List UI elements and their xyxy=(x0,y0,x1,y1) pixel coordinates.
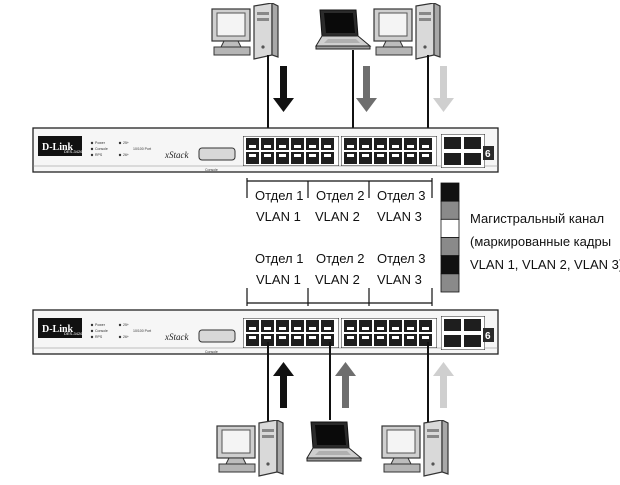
svg-text:26+: 26+ xyxy=(123,153,129,157)
port-block-left xyxy=(243,136,339,166)
vlan-label: VLAN 1 xyxy=(256,272,301,287)
trunk-segment xyxy=(440,182,460,202)
desktop-computer-icon xyxy=(373,3,441,60)
svg-text:25+: 25+ xyxy=(123,323,129,327)
dept-label: Отдел 1 xyxy=(255,188,303,203)
trunk-note: VLAN 1, VLAN 2, VLAN 3) xyxy=(470,257,620,272)
port-block-left xyxy=(243,318,339,348)
arrow-down-vlan2-icon xyxy=(356,66,377,112)
model-label: DES-3426 xyxy=(64,331,83,336)
trunk-segment xyxy=(440,200,460,220)
trunk-link xyxy=(440,182,460,293)
trunk-segment xyxy=(440,273,460,293)
trunk-segment xyxy=(440,218,460,238)
series-label: xStack xyxy=(164,150,189,160)
dept-label: Отдел 1 xyxy=(255,251,303,266)
laptop-icon xyxy=(315,9,371,50)
dept-label: Отдел 2 xyxy=(316,251,364,266)
top-devices xyxy=(211,3,441,60)
console-port xyxy=(198,329,236,343)
vlan-label: VLAN 3 xyxy=(377,272,422,287)
svg-text:RPS: RPS xyxy=(95,335,103,339)
arrow-down-vlan3-icon xyxy=(433,66,454,112)
lower-switch: D-Link DES-3426 Power Console RPS 25+ 26… xyxy=(32,309,499,355)
desktop-computer-icon xyxy=(381,420,449,477)
upper-switch: D-Link DES-3426 Power Console RPS 25+ 26… xyxy=(32,127,499,173)
arrow-up-vlan3-icon xyxy=(433,362,454,408)
svg-text:Console: Console xyxy=(95,329,108,333)
arrow-up-vlan1-icon xyxy=(273,362,294,408)
trunk-note: (маркированные кадры xyxy=(470,234,611,249)
svg-text:Console: Console xyxy=(205,350,218,354)
arrow-down-vlan1-icon xyxy=(273,66,294,112)
vlan-label: VLAN 2 xyxy=(315,272,360,287)
series-label: xStack xyxy=(164,332,189,342)
vlan-label: VLAN 3 xyxy=(377,209,422,224)
bottom-devices xyxy=(216,420,449,477)
brand-logo: D-Link xyxy=(42,142,74,153)
desktop-computer-icon xyxy=(216,420,284,477)
dept-label: Отдел 3 xyxy=(377,188,425,203)
trunk-title: Магистральный канал xyxy=(470,211,604,226)
lower-vlan-labels: Отдел 1 Отдел 2 Отдел 3 VLAN 1 VLAN 2 VL… xyxy=(246,251,433,306)
svg-text:Console: Console xyxy=(205,168,218,172)
port-block-right xyxy=(341,136,437,166)
svg-text:25+: 25+ xyxy=(123,141,129,145)
svg-text:26+: 26+ xyxy=(123,335,129,339)
dept-label: Отдел 3 xyxy=(377,251,425,266)
desktop-computer-icon xyxy=(211,3,279,60)
svg-text:Console: Console xyxy=(95,147,108,151)
lower-arrows xyxy=(273,362,454,408)
console-port xyxy=(198,147,236,161)
svg-text:10/100 Port: 10/100 Port xyxy=(133,329,151,333)
laptop-icon xyxy=(306,421,362,462)
svg-text:RPS: RPS xyxy=(95,153,103,157)
upper-arrows xyxy=(273,66,454,112)
dept-label: Отдел 2 xyxy=(316,188,364,203)
svg-text:10/100 Port: 10/100 Port xyxy=(133,147,151,151)
brand-logo: D-Link xyxy=(42,324,74,335)
combo-ports xyxy=(441,316,485,350)
arrow-up-vlan2-icon xyxy=(335,362,356,408)
port-block-right xyxy=(341,318,437,348)
trunk-segment xyxy=(440,255,460,275)
combo-number: 6 xyxy=(485,149,491,160)
svg-text:Power: Power xyxy=(95,323,106,327)
trunk-segment xyxy=(440,237,460,257)
vlan-label: VLAN 2 xyxy=(315,209,360,224)
vlan-label: VLAN 1 xyxy=(256,209,301,224)
model-label: DES-3426 xyxy=(64,149,83,154)
trunk-description: Магистральный канал (маркированные кадры… xyxy=(470,211,620,272)
lower-cables xyxy=(267,342,429,425)
upper-vlan-labels: Отдел 1 Отдел 2 Отдел 3 VLAN 1 VLAN 2 VL… xyxy=(246,178,433,224)
combo-ports xyxy=(441,134,485,168)
svg-text:Power: Power xyxy=(95,141,106,145)
combo-number: 6 xyxy=(485,331,491,342)
upper-cables xyxy=(267,50,429,140)
